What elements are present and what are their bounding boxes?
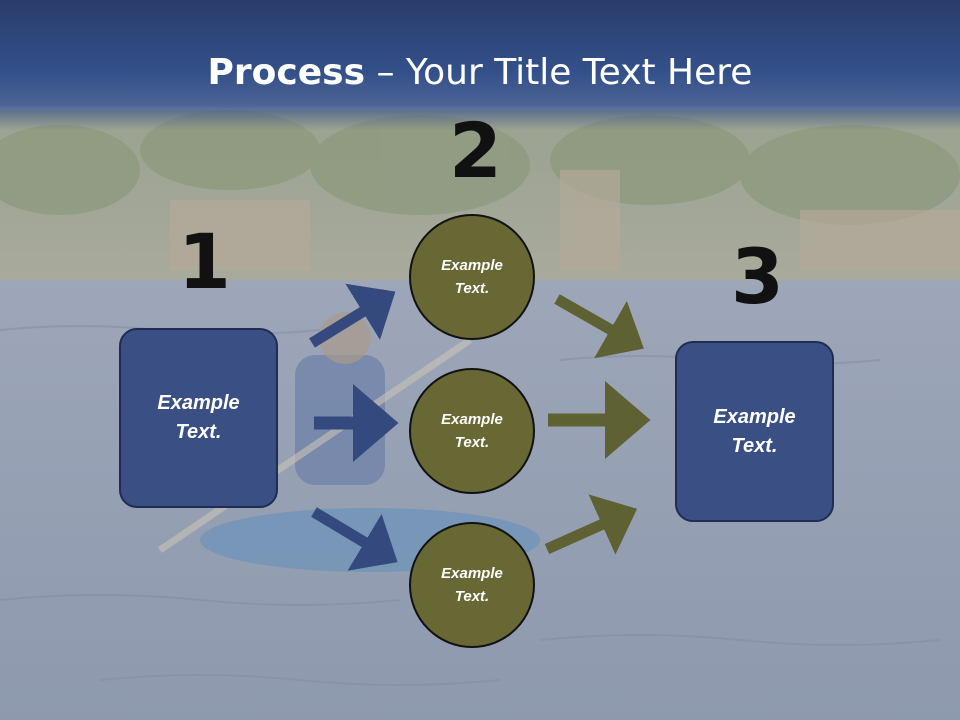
arrow-left-to-top: [309, 283, 396, 348]
left-process-box: Example Text.: [119, 328, 278, 508]
right-process-box: Example Text.: [675, 341, 834, 522]
step-number-1: 1: [178, 217, 231, 306]
circle-bottom-line1: Example: [441, 565, 503, 582]
title-bar: [0, 0, 960, 130]
arrow-left-to-bottom: [311, 507, 398, 571]
circle-middle-line1: Example: [441, 411, 503, 428]
circle-top-line1: Example: [441, 257, 503, 274]
title-rest: – Your Title Text Here: [365, 52, 753, 93]
arrow-bottom-to-right: [544, 494, 638, 555]
left-box-line2: Text.: [175, 421, 222, 443]
circle-top-line2: Text.: [454, 280, 490, 297]
circle-top: Example Text.: [409, 214, 535, 340]
circle-middle-line2: Text.: [454, 434, 490, 451]
arrow-top-to-right: [554, 294, 644, 359]
circle-bottom: Example Text.: [409, 522, 535, 648]
title-bold: Process: [207, 52, 366, 93]
circle-bottom-line2: Text.: [454, 588, 490, 605]
left-box-line1: Example: [157, 392, 240, 414]
slide-title: Process – Your Title Text Here: [0, 52, 960, 93]
right-box-line1: Example: [713, 405, 796, 428]
circle-middle: Example Text.: [409, 368, 535, 494]
step-number-3: 3: [731, 232, 784, 321]
right-box-line2: Text.: [731, 434, 778, 457]
step-number-2: 2: [449, 106, 502, 195]
